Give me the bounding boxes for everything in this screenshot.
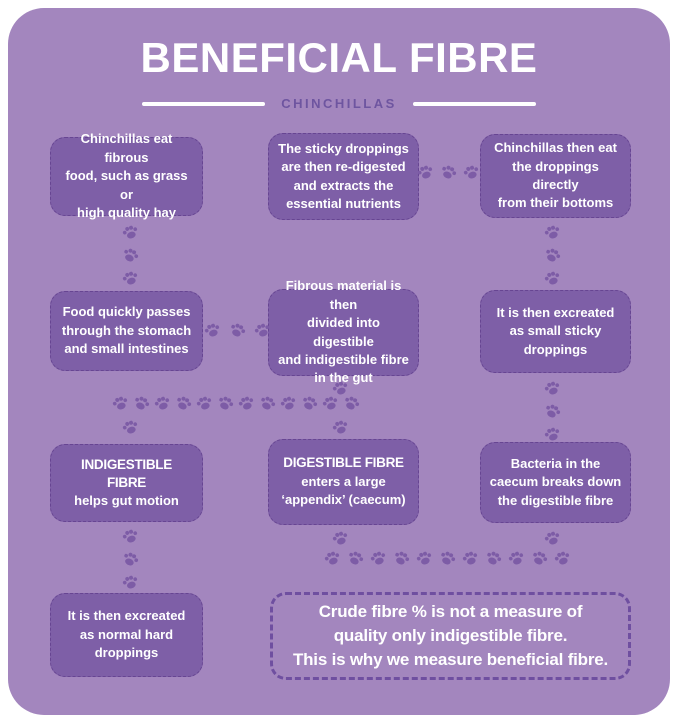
paw-print-icon — [544, 426, 561, 443]
paw-print-icon — [112, 395, 129, 412]
paw-print-icon — [393, 550, 410, 567]
flow-box-text: Fibrous material is then divided into di… — [278, 278, 409, 386]
paw-print-icon — [416, 550, 433, 567]
paw-print-icon — [196, 395, 213, 412]
flow-box-text: Bacteria in the caecum breaks down the d… — [489, 455, 622, 508]
paw-print-icon — [508, 550, 525, 567]
flow-box-text: It is then excreated as normal hard drop… — [67, 608, 186, 661]
paw-print-icon — [122, 419, 139, 436]
paw-print-icon — [531, 550, 548, 567]
paw-print-icon — [324, 550, 341, 567]
paw-print-icon — [554, 550, 571, 567]
paw-print-icon — [485, 550, 502, 567]
flow-box-indigestible-fibre: INDIGESTIBLE FIBRE helps gut motion — [50, 444, 203, 522]
paw-print-icon — [301, 395, 318, 412]
flow-box-sticky-droppings: It is then excreated as small sticky dro… — [480, 290, 631, 373]
paw-print-icon — [154, 395, 171, 412]
flow-box-bacteria-caecum: Bacteria in the caecum breaks down the d… — [480, 442, 631, 523]
flow-box-text: helps gut motion — [74, 492, 179, 508]
paw-print-icon — [544, 270, 561, 287]
flow-box-text: The sticky droppings are then re-digeste… — [278, 140, 409, 211]
flow-box-text: It is then excreated as small sticky dro… — [496, 304, 615, 357]
paw-print-icon — [122, 528, 139, 545]
paw-print-icon — [238, 395, 255, 412]
paw-print-icon — [332, 380, 349, 397]
paw-print-icon — [122, 551, 139, 568]
paw-print-icon — [322, 395, 339, 412]
page-title: BENEFICIAL FIBRE — [140, 34, 538, 81]
subtitle-label: CHINCHILLAS — [281, 96, 397, 111]
paw-print-icon — [229, 322, 246, 339]
paw-print-icon — [544, 403, 561, 420]
flow-box-eat-droppings: Chinchillas then eat the droppings direc… — [480, 134, 631, 218]
paw-print-icon — [122, 224, 139, 241]
paw-print-icon — [544, 530, 561, 547]
subtitle: CHINCHILLAS — [8, 96, 670, 111]
paw-print-icon — [332, 530, 349, 547]
flow-box-text: Food quickly passes through the stomach … — [61, 304, 192, 357]
paw-print-icon — [347, 550, 364, 567]
paw-print-icon — [417, 164, 434, 181]
paw-print-icon — [175, 395, 192, 412]
paw-print-icon — [544, 224, 561, 241]
flow-box-fibre-divided: Fibrous material is then divided into di… — [268, 278, 419, 385]
paw-print-icon — [544, 380, 561, 397]
paw-print-icon — [217, 395, 234, 412]
subtitle-divider-left — [142, 101, 266, 106]
flow-box-text: Chinchillas then eat the droppings direc… — [494, 140, 617, 211]
paw-print-icon — [440, 164, 457, 181]
paw-print-icon — [544, 247, 561, 264]
flow-box-redigested: The sticky droppings are then re-digeste… — [268, 133, 419, 220]
paw-print-icon — [343, 395, 360, 412]
flow-box-heading: DIGESTIBLE FIBRE — [283, 455, 404, 471]
flow-box-digestible-fibre: DIGESTIBLE FIBRE enters a large ‘appendi… — [268, 439, 419, 525]
flow-box-heading: INDIGESTIBLE FIBRE — [81, 456, 172, 490]
paw-print-icon — [122, 574, 139, 591]
paw-print-icon — [439, 550, 456, 567]
flow-box-text: enters a large ‘appendix’ (caecum) — [281, 473, 406, 508]
flow-box-text: Chinchillas eat fibrous food, such as gr… — [65, 131, 188, 221]
paw-print-icon — [204, 322, 221, 339]
poster-background: BENEFICIAL FIBRE CHINCHILLAS Chinchillas… — [8, 8, 670, 715]
paw-print-icon — [462, 550, 479, 567]
paw-print-icon — [370, 550, 387, 567]
paw-print-icon — [259, 395, 276, 412]
flow-box-eat-fibrous-food: Chinchillas eat fibrous food, such as gr… — [50, 131, 203, 220]
flow-box-hard-droppings: It is then excreated as normal hard drop… — [50, 593, 203, 677]
paw-print-icon — [122, 270, 139, 287]
subtitle-divider-right — [412, 101, 536, 106]
crude-fibre-note: Crude fibre % is not a measure of qualit… — [270, 592, 631, 680]
paw-print-icon — [280, 395, 297, 412]
flow-box-stomach-intestines: Food quickly passes through the stomach … — [50, 291, 203, 371]
paw-print-icon — [133, 395, 150, 412]
paw-print-icon — [463, 164, 480, 181]
paw-print-icon — [254, 322, 271, 339]
paw-print-icon — [332, 419, 349, 436]
paw-print-icon — [122, 247, 139, 264]
